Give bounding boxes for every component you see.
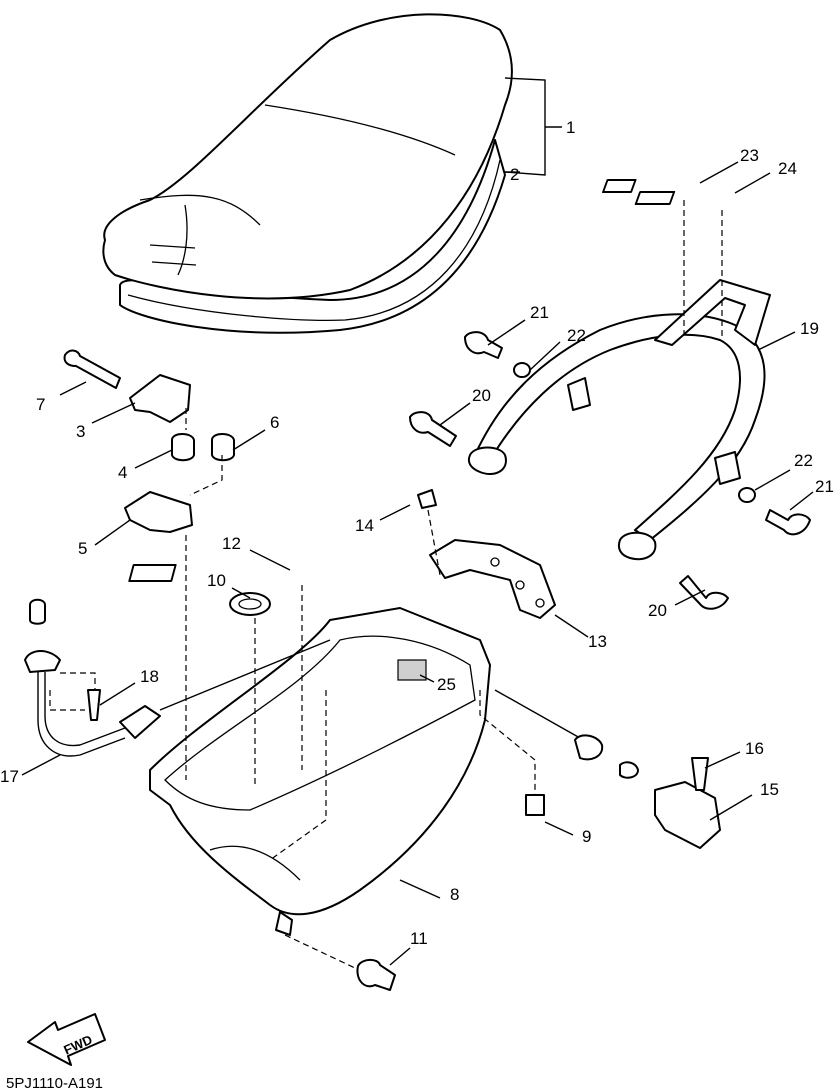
callout-24: 24 [778, 159, 797, 178]
callout-17: 17 [0, 767, 19, 786]
callout-7: 7 [36, 395, 45, 414]
hinge-parts [63, 349, 235, 533]
callout-8: 8 [450, 885, 459, 904]
callout-1: 1 [566, 118, 575, 137]
callout-22-upper: 22 [567, 326, 586, 345]
callout-3: 3 [76, 422, 85, 441]
callout-leaders [21, 161, 814, 966]
callout-9: 9 [582, 827, 591, 846]
drawing-code: 5PJ1110-A191 [6, 1075, 103, 1090]
callout-16: 16 [745, 739, 764, 758]
callout-23: 23 [740, 146, 759, 165]
callout-21-upper: 21 [530, 303, 549, 322]
callout-25: 25 [437, 675, 456, 694]
fasteners-upper-right [409, 179, 811, 610]
callout-6: 6 [270, 413, 279, 432]
assembly-lines [49, 200, 723, 969]
small-parts [24, 564, 721, 991]
callout-19: 19 [800, 319, 819, 338]
callout-20-upper: 20 [472, 386, 491, 405]
callout-15: 15 [760, 780, 779, 799]
callout-12: 12 [222, 534, 241, 553]
forward-direction-arrow: FWD [27, 1013, 106, 1066]
seat-assembly [102, 13, 562, 334]
callout-21-lower: 21 [815, 477, 834, 496]
callout-11: 11 [410, 929, 428, 948]
callout-20-lower: 20 [648, 601, 667, 620]
grab-bar-bracket [429, 539, 556, 619]
callout-13: 13 [588, 632, 607, 651]
callout-2: 2 [510, 165, 519, 184]
callout-labels: 1 2 3 4 5 6 7 8 9 10 11 12 13 14 15 16 1… [0, 118, 834, 948]
callout-10: 10 [207, 571, 226, 590]
callout-22-lower: 22 [794, 451, 813, 470]
callout-14: 14 [355, 516, 374, 535]
grab-bar [467, 279, 771, 561]
storage-box [149, 607, 491, 936]
callout-4: 4 [118, 463, 127, 482]
callout-18: 18 [140, 667, 159, 686]
callout-5: 5 [78, 539, 87, 558]
seat-cushion [102, 13, 513, 300]
